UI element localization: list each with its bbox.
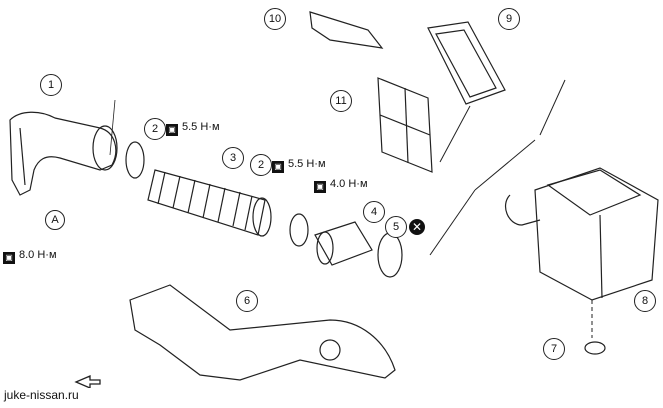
torque-wrench-icon: ▣ xyxy=(314,181,326,193)
torque-wrench-icon: ▣ xyxy=(272,161,284,173)
connector-a: A xyxy=(45,210,65,230)
x-mark-icon: ✕ xyxy=(409,219,425,235)
torque-label-3: ▣4.0 Н·м xyxy=(314,178,368,193)
callout-2a: 2 xyxy=(144,118,166,140)
callout-11: 11 xyxy=(330,90,352,112)
torque-label-4: ▣8.0 Н·м xyxy=(3,249,57,264)
callout-5: 5 xyxy=(385,216,407,238)
callout-6: 6 xyxy=(236,290,258,312)
callout-3: 3 xyxy=(222,147,244,169)
torque-label-2: ▣5.5 Н·м xyxy=(272,158,326,173)
torque-wrench-icon: ▣ xyxy=(166,124,178,136)
callout-1: 1 xyxy=(40,74,62,96)
front-arrow-icon xyxy=(74,374,102,388)
callout-2b: 2 xyxy=(250,154,272,176)
callout-4: 4 xyxy=(363,201,385,223)
watermark: juke-nissan.ru xyxy=(4,388,79,402)
torque-label-1: ▣5.5 Н·м xyxy=(166,121,220,136)
corrugated-hose xyxy=(147,169,272,237)
callout-7: 7 xyxy=(543,338,565,360)
air-duct-part xyxy=(9,111,118,196)
callout-9: 9 xyxy=(498,8,520,30)
callout-8: 8 xyxy=(634,290,656,312)
callout-10: 10 xyxy=(264,8,286,30)
torque-wrench-icon: ▣ xyxy=(3,252,15,264)
